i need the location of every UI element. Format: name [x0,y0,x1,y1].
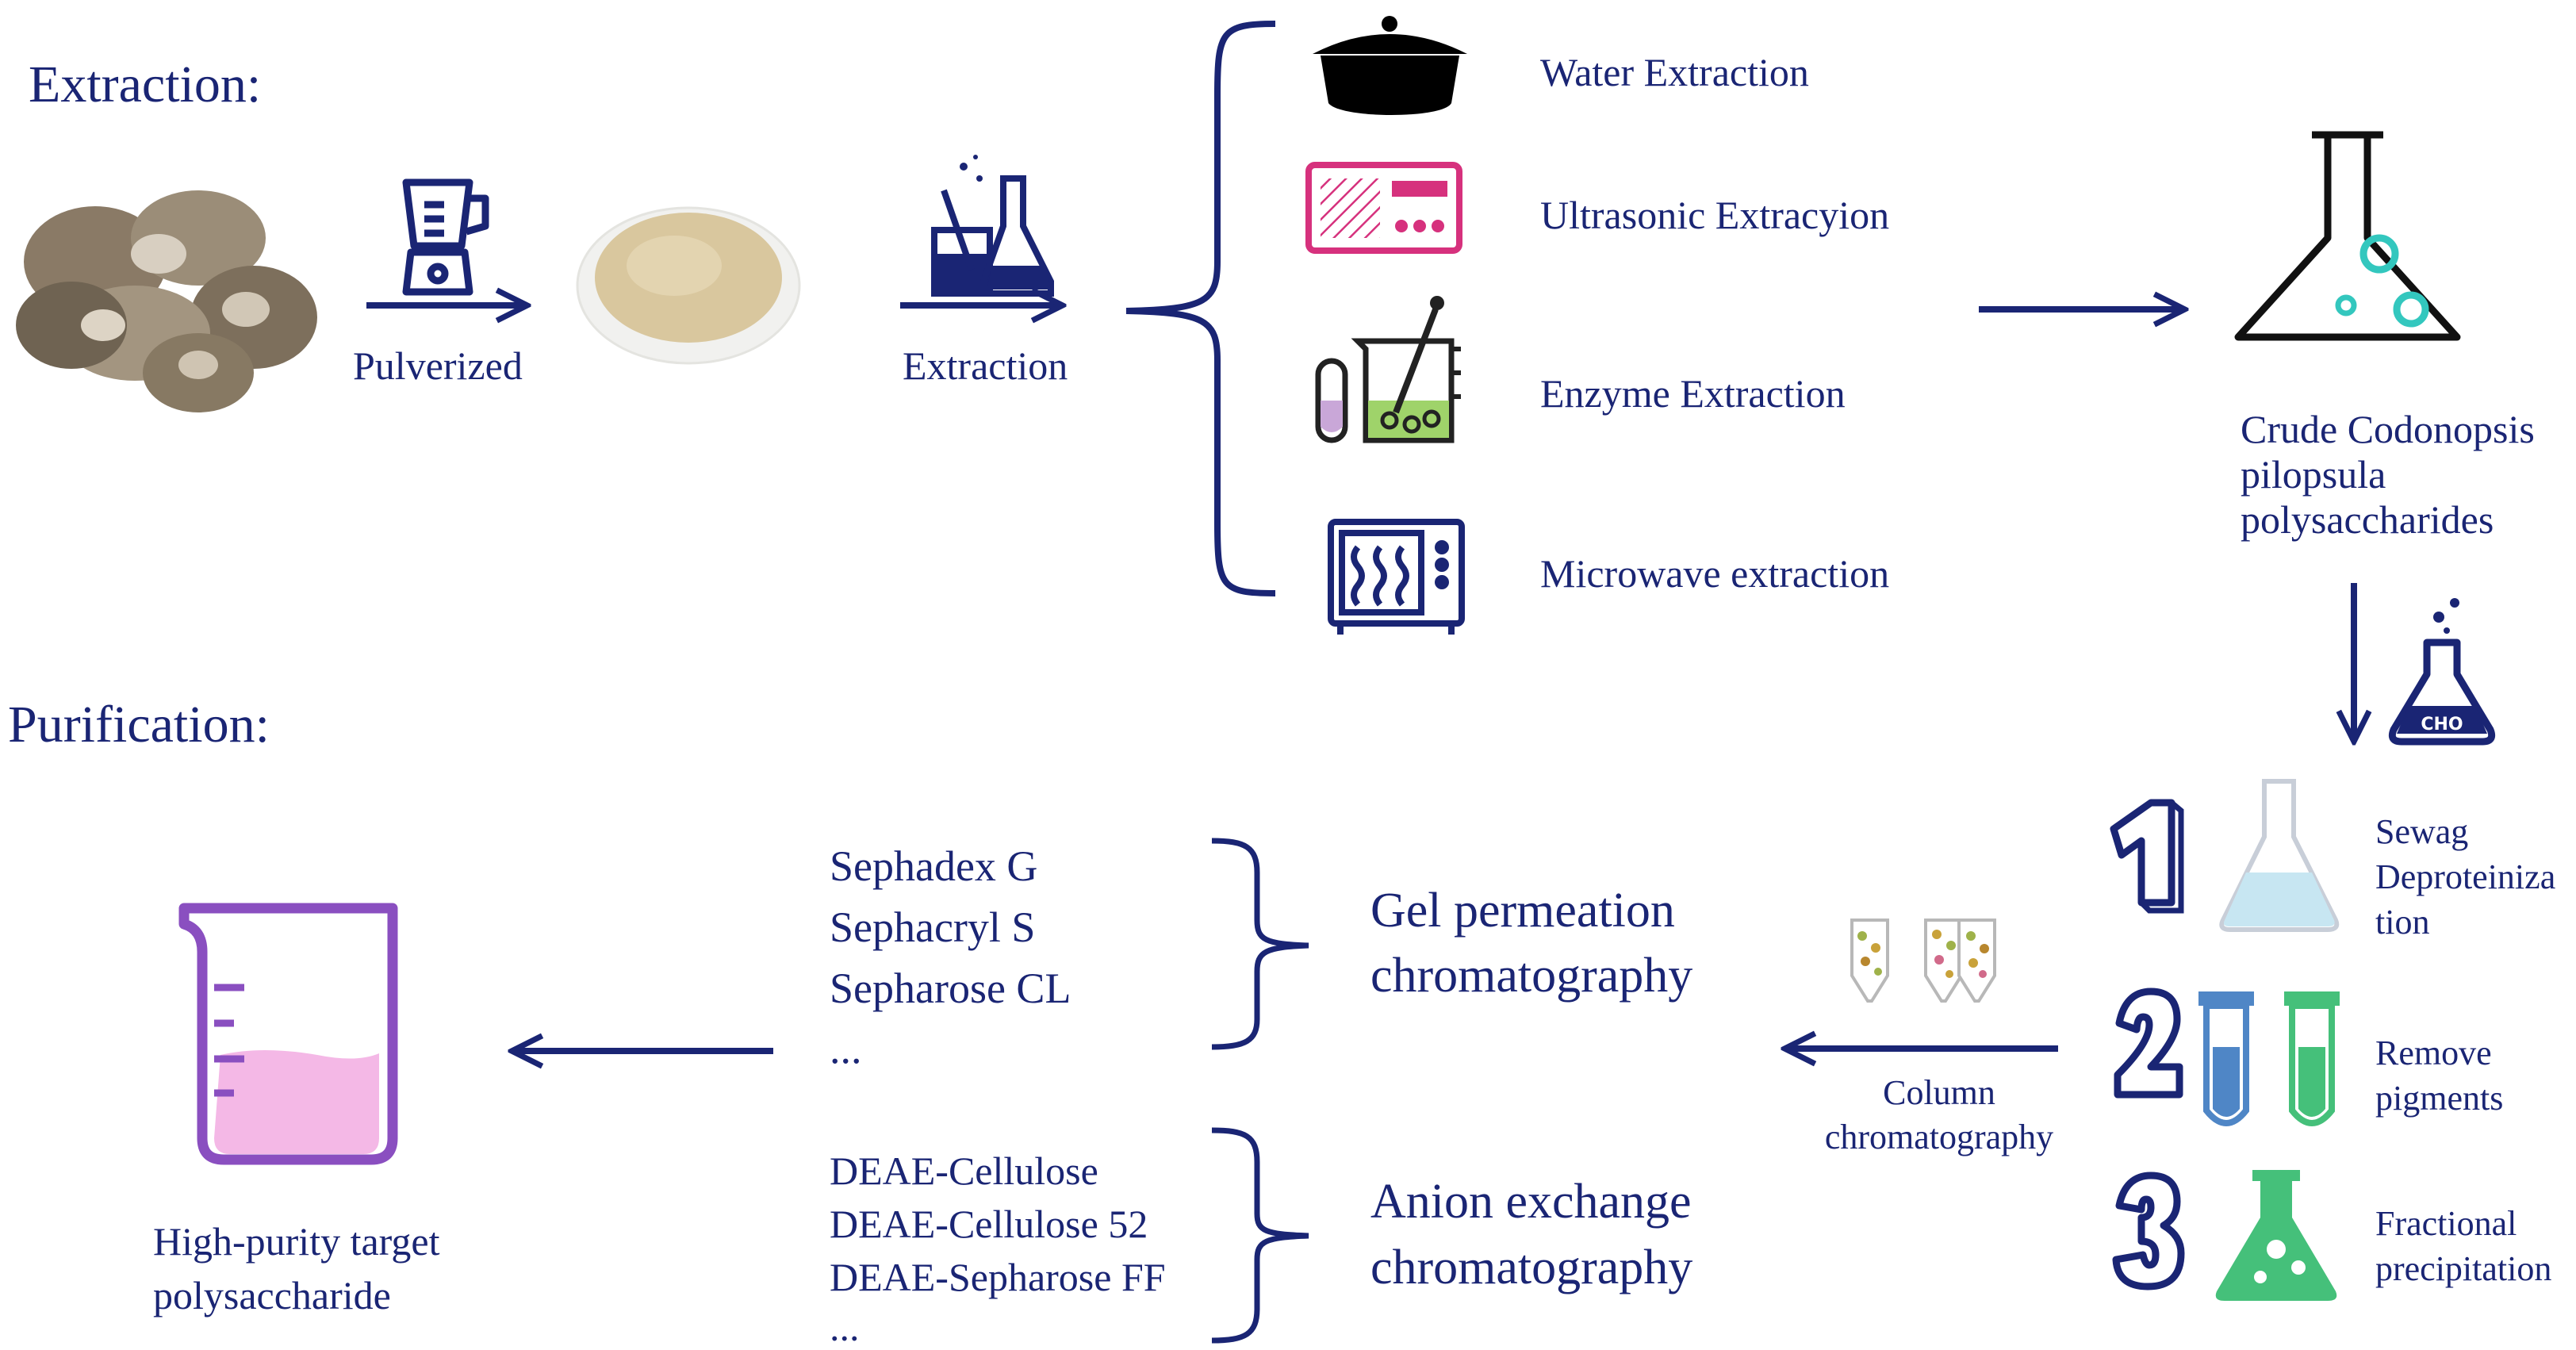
step-2-number [2114,988,2183,1099]
step-1-label-line3: tion [2375,903,2429,942]
final-beaker-icon [178,903,398,1165]
gel-media-brace [1211,838,1309,1050]
precipitation-flask-icon [2215,1170,2337,1301]
sewag-flask-icon [2219,779,2340,932]
gel-medium-more: ... [830,1025,862,1072]
step-2-label-line1: Remove [2375,1034,2492,1072]
ultrasonic-device-icon [1305,162,1462,254]
enzyme-beaker-icon [1315,296,1461,443]
pot-icon [1313,16,1467,115]
method-water: Water Extraction [1540,50,1809,94]
lab-glassware-icon [931,155,1054,297]
step-2-label-line2: pigments [2375,1079,2503,1118]
flask-icon [2234,131,2461,341]
powder-plate-image [576,206,801,365]
gel-permeation-title-line1: Gel permeation [1370,884,1675,938]
purification-section-title: Purification: [8,696,270,754]
step-3-label-line1: Fractional [2375,1204,2517,1243]
extraction-section-title: Extraction: [29,56,261,113]
final-product-line2: polysaccharide [153,1273,391,1317]
step-1-number [2110,799,2184,914]
extraction-step-label: Extraction [903,343,1068,388]
gel-medium-2: Sephacryl S [830,903,1035,951]
crude-product-line2: pilopsula [2241,452,2386,497]
gel-medium-3: Sepharose CL [830,965,1071,1012]
cho-flask-icon: CHO [2388,598,2496,746]
methods-brace [1125,21,1276,596]
column-tubes-icon [1850,919,1996,1003]
method-microwave: Microwave extraction [1540,551,1889,596]
anion-media-brace [1211,1127,1309,1344]
crude-product-line1: Crude Codonopsis [2241,407,2535,451]
anion-exchange-title-line2: chromatography [1370,1241,1692,1294]
microwave-icon [1328,519,1465,635]
column-label-line1: Column [1883,1073,1995,1112]
anion-exchange-title-line1: Anion exchange [1370,1175,1692,1229]
gel-permeation-title-line2: chromatography [1370,949,1692,1003]
svg-text:CHO: CHO [2421,715,2463,734]
gel-medium-1: Sephadex G [830,842,1037,890]
anion-medium-more: ... [830,1305,860,1349]
final-product-line1: High-purity target [153,1219,440,1264]
step-3-label-line2: precipitation [2375,1249,2551,1288]
step-1-label-line1: Sewag [2375,812,2468,851]
pulverized-label: Pulverized [353,343,523,388]
anion-medium-1: DEAE-Cellulose [830,1149,1098,1193]
blender-icon [402,178,489,296]
method-ultrasonic: Ultrasonic Extracyion [1540,193,1889,237]
step-3-number [2112,1172,2185,1291]
anion-medium-3: DEAE-Sepharose FF [830,1255,1166,1299]
test-tubes-icon [2198,991,2340,1126]
method-enzyme: Enzyme Extraction [1540,371,1846,416]
column-label-line2: chromatography [1825,1118,2053,1156]
anion-medium-2: DEAE-Cellulose 52 [830,1202,1148,1246]
crude-product-line3: polysaccharides [2241,497,2494,542]
step-1-label-line2: Deproteiniza [2375,857,2555,896]
herb-slices-image [16,190,317,412]
